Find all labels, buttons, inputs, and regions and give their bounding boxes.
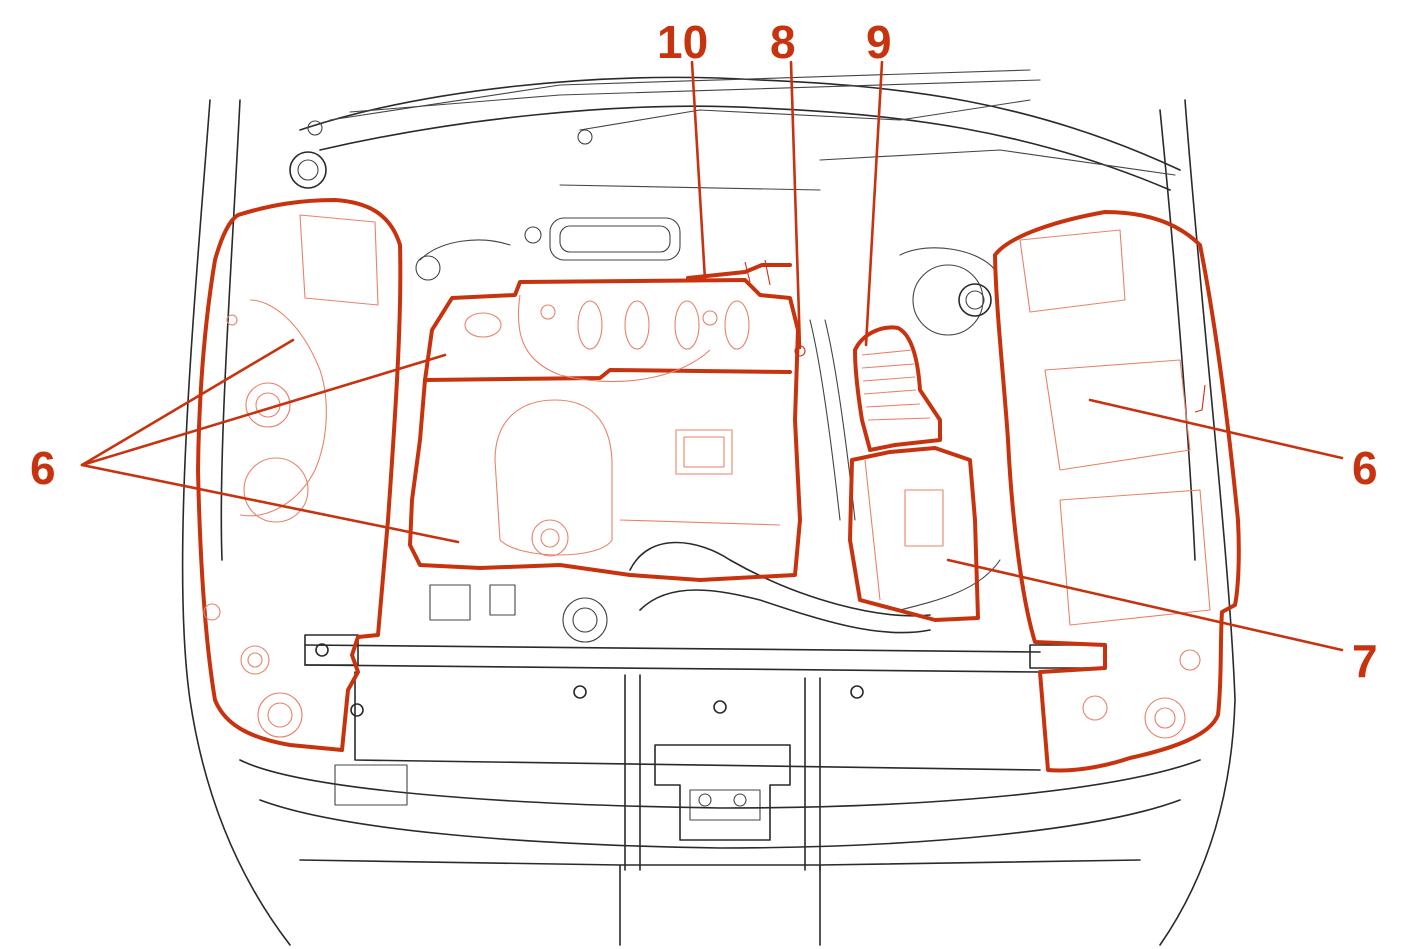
- top-bracket: [686, 259, 792, 286]
- intake-duct: [853, 325, 942, 452]
- engine-bay-line-art: [181, 69, 1236, 946]
- leader-lines: [80, 60, 1344, 652]
- left-side-cover: [196, 198, 403, 752]
- highlighted-parts: [196, 198, 1241, 773]
- callout-8: 8: [770, 16, 796, 68]
- callout-7: 7: [1352, 635, 1378, 687]
- callout-6-left: 6: [30, 442, 56, 494]
- callout-labels: 10 8 9 6 6 7: [30, 16, 1378, 687]
- callout-10: 10: [657, 16, 708, 68]
- callout-9: 9: [866, 16, 892, 68]
- air-filter-housing: [848, 446, 980, 622]
- engine-top-cover: [408, 278, 802, 582]
- callout-6-right: 6: [1352, 442, 1378, 494]
- right-side-cover: [993, 210, 1241, 773]
